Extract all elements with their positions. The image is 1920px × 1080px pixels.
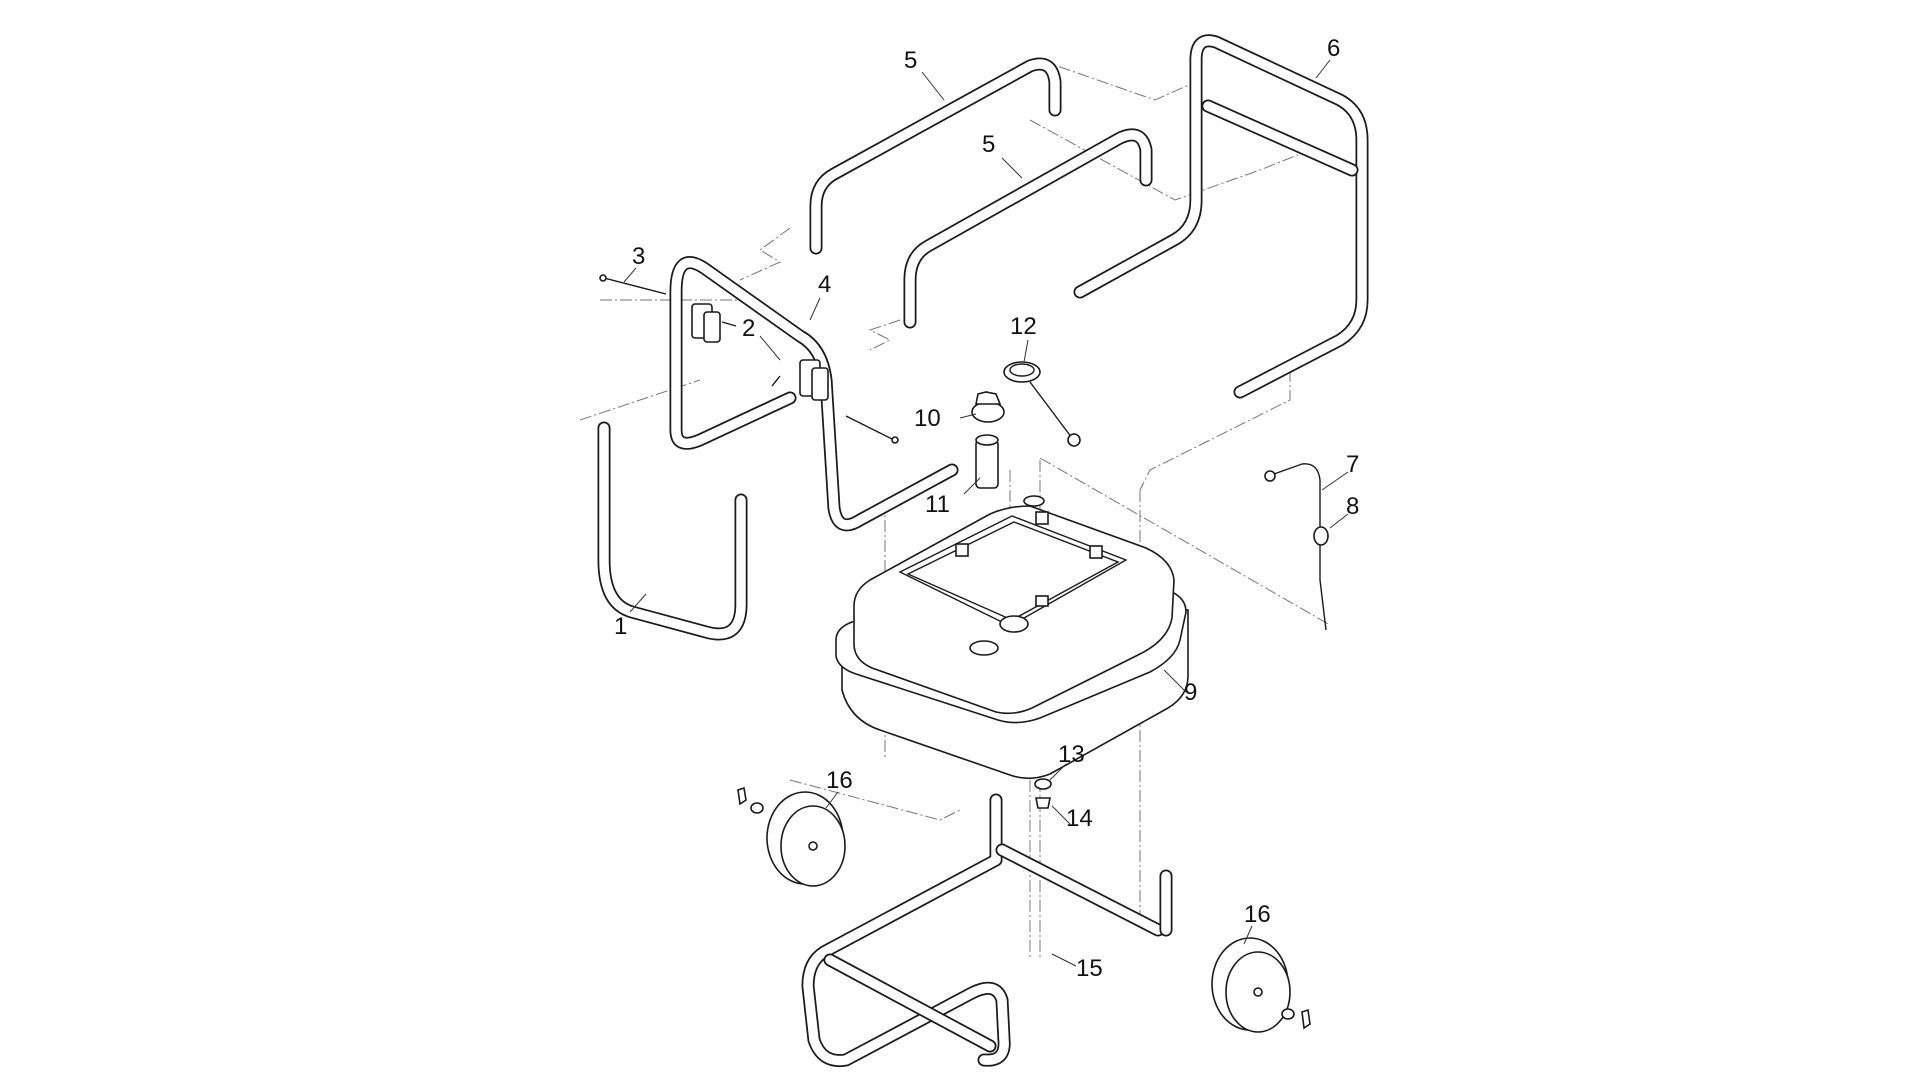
- callout-3: 3: [632, 243, 645, 270]
- callout-leader-lines: [623, 59, 1349, 967]
- grommet-part-8: [1313, 526, 1329, 546]
- callout-10: 10: [914, 405, 941, 432]
- fuel-tank-part-9: [835, 495, 1189, 780]
- rear-handle-frame-part-6: [1073, 34, 1369, 399]
- callout-2: 2: [742, 315, 755, 342]
- assembly-phantom-lines: [579, 59, 1331, 960]
- callout-5-upper: 5: [904, 47, 917, 74]
- callout-9: 9: [1184, 679, 1197, 706]
- callout-14: 14: [1066, 805, 1093, 832]
- callout-1: 1: [614, 613, 627, 640]
- fuel-line-part-7: [1264, 463, 1327, 631]
- callout-8: 8: [1346, 493, 1359, 520]
- top-handle-lower-part-5: [903, 128, 1153, 329]
- callout-5-lower: 5: [982, 131, 995, 158]
- fuel-gauge-part-12: [1003, 361, 1081, 447]
- bolt-part-14: [1035, 797, 1051, 809]
- top-handle-upper-part-5: [809, 57, 1062, 255]
- washer-part-13: [1034, 778, 1052, 790]
- front-handle-frame-part-4: [669, 256, 959, 532]
- callout-16-right: 16: [1244, 901, 1271, 928]
- callout-12: 12: [1010, 313, 1037, 340]
- callout-6: 6: [1327, 35, 1340, 62]
- bolt-part-3: [599, 274, 899, 444]
- wheel-frame-part-15: [801, 793, 1173, 1068]
- callout-labels: 1 2 3 4 5 5 6 7 8 9 10 11 12 13 14 15 16…: [614, 35, 1359, 982]
- wheel-left-part-16: [737, 786, 846, 887]
- handle-clamps-part-2: [691, 303, 829, 401]
- filler-cap-part-10: [971, 391, 1005, 423]
- callout-4: 4: [818, 271, 831, 298]
- callout-7: 7: [1346, 451, 1359, 478]
- filler-neck-part-11: [975, 434, 999, 489]
- callout-16-left: 16: [826, 767, 853, 794]
- callout-11: 11: [925, 491, 950, 518]
- u-handle-part-1: [597, 421, 748, 641]
- callout-13: 13: [1058, 741, 1085, 768]
- wheel-right-part-16: [1211, 937, 1311, 1033]
- callout-15: 15: [1076, 955, 1103, 982]
